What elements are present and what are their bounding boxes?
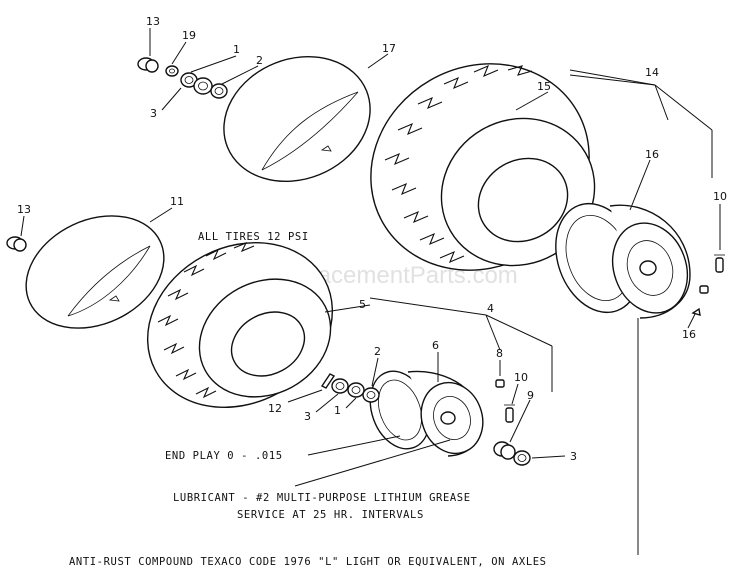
callout-3-top: 3 [150, 107, 157, 120]
callout-2-top: 2 [256, 54, 263, 67]
note-service-interval: SERVICE AT 25 HR. INTERVALS [237, 509, 424, 521]
washer-2-top [210, 83, 228, 99]
callout-16-rim: 16 [645, 148, 659, 161]
rim-6 [369, 370, 484, 457]
callout-14: 14 [645, 66, 659, 79]
callout-3-right: 3 [570, 450, 577, 463]
bearing-2-left [362, 387, 380, 403]
callout-6: 6 [432, 339, 439, 352]
callout-10-left: 10 [514, 371, 528, 384]
note-tire-pressure: ALL TIRES 12 PSI [198, 231, 309, 243]
callout-1-top: 1 [233, 43, 240, 56]
inner-tube-11 [25, 215, 165, 329]
callout-2-left: 2 [374, 345, 381, 358]
tire-5 [146, 241, 334, 409]
bearing-1-top [180, 72, 198, 88]
callout-17: 17 [382, 42, 396, 55]
callout-1-left: 1 [334, 404, 341, 417]
bearing-9 [493, 441, 516, 460]
callout-12: 12 [268, 402, 282, 415]
callout-8: 8 [496, 347, 503, 360]
washer-3-right [513, 450, 531, 466]
callout-3-left: 3 [304, 410, 311, 423]
note-anti-rust: ANTI-RUST COMPOUND TEXACO CODE 1976 "L" … [69, 556, 547, 568]
cap-13-top [137, 57, 159, 73]
valve-stem-10-left [504, 404, 515, 423]
bearing-2-top [193, 77, 213, 95]
callout-10-right: 10 [713, 190, 727, 203]
bearing-1-left [347, 382, 365, 398]
valve-stem-10-right [714, 254, 725, 273]
callout-9: 9 [527, 389, 534, 402]
valve-cap-16 [699, 285, 709, 294]
callout-19: 19 [182, 29, 196, 42]
washer-19 [165, 65, 179, 77]
callout-13-left: 13 [17, 203, 31, 216]
callout-5: 5 [359, 298, 366, 311]
callout-16-cap: 16 [682, 328, 696, 341]
washer-3-left [331, 378, 349, 394]
callout-11: 11 [170, 195, 184, 208]
note-lubricant: LUBRICANT - #2 MULTI-PURPOSE LITHIUM GRE… [173, 492, 471, 504]
inner-tube-17 [223, 55, 371, 183]
pin-12 [320, 373, 336, 389]
rim-16-right [555, 202, 691, 319]
callout-13-top: 13 [146, 15, 160, 28]
tire-15 [370, 63, 596, 271]
note-end-play: END PLAY 0 - .015 [165, 450, 283, 462]
cap-13-left [6, 236, 27, 252]
callout-15: 15 [537, 80, 551, 93]
callout-4: 4 [487, 302, 494, 315]
valve-cap-8 [495, 379, 505, 388]
